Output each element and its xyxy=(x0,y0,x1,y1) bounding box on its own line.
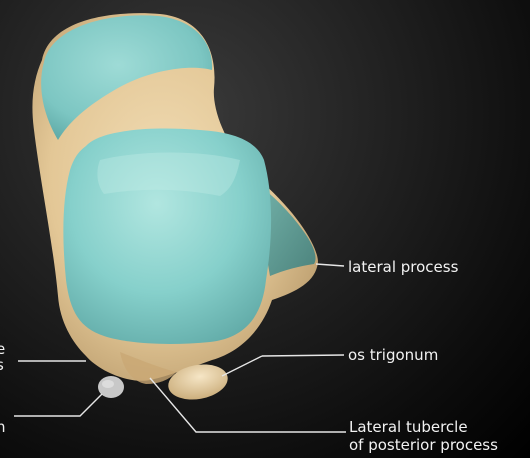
lateral-tubercle-label-line2: of posterior process xyxy=(349,436,498,454)
lateral-process-label: lateral process xyxy=(348,258,458,276)
cropped-label-b: s xyxy=(0,356,4,374)
os-trigonum-label: os trigonum xyxy=(348,346,438,364)
leader-line-left-lower xyxy=(14,394,102,416)
lateral-tubercle-label: Lateral tubercle of posterior process xyxy=(349,418,498,454)
cropped-label-c: n xyxy=(0,418,6,436)
leader-line-lateral-process xyxy=(316,264,344,266)
lateral-tubercle-label-line1: Lateral tubercle xyxy=(349,418,498,436)
leader-line-os-trigonum xyxy=(222,356,262,376)
